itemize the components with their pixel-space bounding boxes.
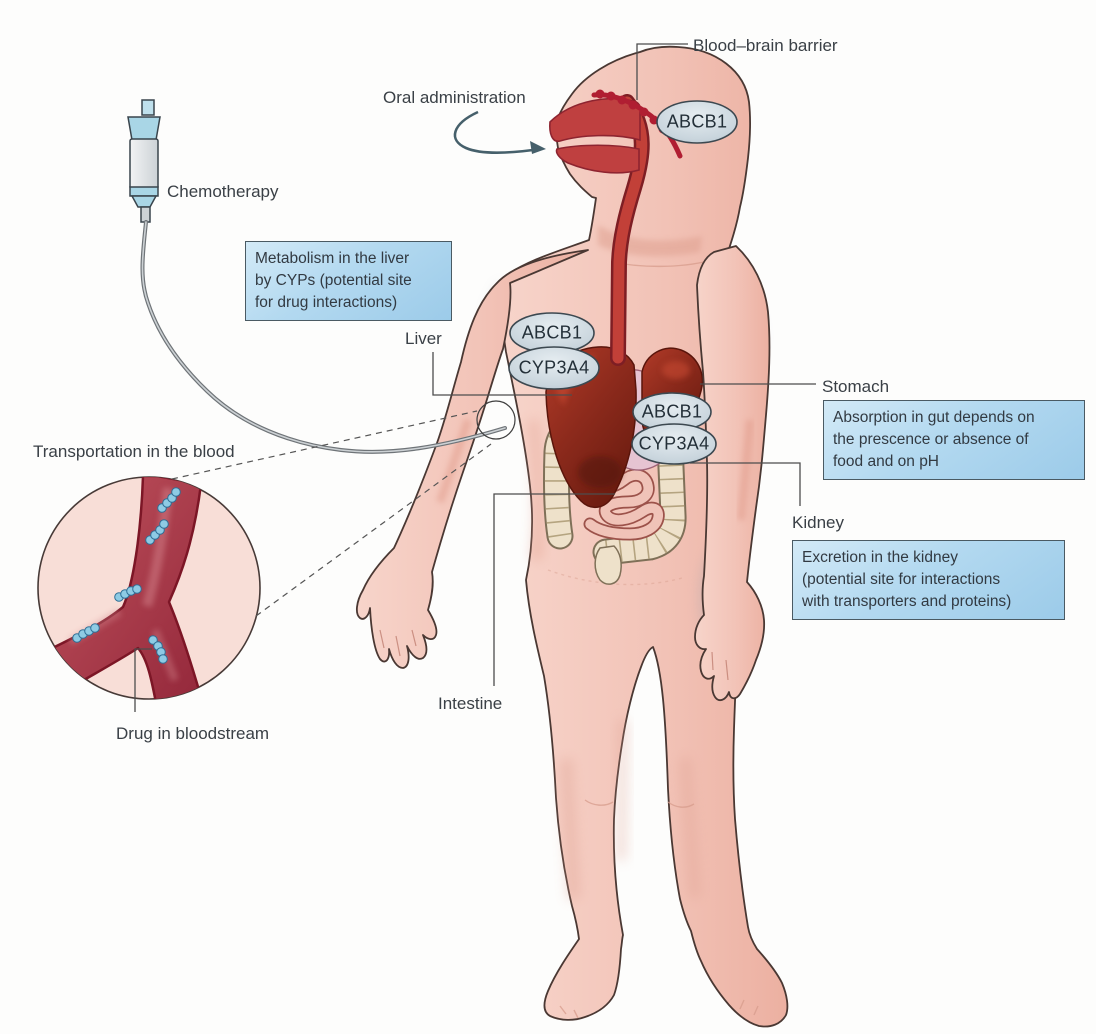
callout-line: for drug interactions) [255, 294, 398, 311]
callout-line: (potential site for interactions [802, 571, 1001, 588]
iv-drip-bag [127, 99, 161, 223]
pointer-drug [134, 648, 152, 712]
oral-administration-arrow [453, 110, 546, 155]
callout-line: Absorption in gut depends on [833, 409, 1035, 426]
iv-tube [140, 220, 507, 454]
gut-cyp3a4-oval [631, 423, 717, 465]
badge-liver-abcb1: ABCB1 [521, 322, 583, 343]
brain-abcb1-oval [656, 100, 738, 144]
blood-inset [37, 476, 261, 700]
pointer-kidney [690, 462, 801, 506]
badge-liver-cyp3a4: CYP3A4 [518, 357, 590, 378]
callout-liver-metabolism: Metabolism in the liver by CYPs (potenti… [245, 241, 452, 321]
pointer-intestine [493, 493, 615, 686]
pointer-liver [432, 352, 572, 396]
pointer-lines [134, 43, 816, 712]
badge-gut-cyp3a4: CYP3A4 [638, 433, 710, 454]
label-intestine: Intestine [438, 694, 503, 713]
right-arm [694, 245, 771, 702]
injection-site-circle [476, 400, 516, 440]
label-chemotherapy: Chemotherapy [167, 182, 279, 201]
drug-dots [72, 487, 181, 664]
label-stomach: Stomach [822, 377, 890, 396]
arm-shading [379, 418, 754, 681]
callout-line: Metabolism in the liver [255, 250, 410, 267]
liver-cyp3a4-oval [508, 346, 600, 390]
rectum-shape [594, 545, 622, 585]
callout-kidney-excretion: Excretion in the kidney (potential site … [792, 540, 1065, 620]
callout-line: by CYPs (potential site [255, 272, 412, 289]
pointer-blood-brain-barrier [636, 43, 688, 100]
callout-gut-absorption: Absorption in gut depends on the prescen… [823, 400, 1085, 480]
label-liver: Liver [405, 329, 442, 348]
label-oral-administration: Oral administration [383, 88, 526, 107]
callout-line: the prescence or absence of [833, 431, 1029, 448]
callout-line: with transporters and proteins) [802, 593, 1012, 610]
transporter-ovals [508, 100, 738, 465]
mouth-shape [549, 97, 642, 174]
badge-brain-abcb1: ABCB1 [666, 111, 728, 132]
label-drug-in-bloodstream: Drug in bloodstream [116, 724, 270, 743]
label-blood-brain-barrier: Blood–brain barrier [693, 36, 838, 55]
left-arm [356, 249, 589, 669]
badge-gut-abcb1: ABCB1 [641, 401, 703, 422]
dashed-connectors [171, 410, 492, 617]
callout-line: food and on pH [833, 453, 940, 470]
label-kidney: Kidney [792, 513, 844, 532]
callout-line: Excretion in the kidney [802, 549, 958, 566]
label-transportation-in-blood: Transportation in the blood [33, 442, 235, 461]
